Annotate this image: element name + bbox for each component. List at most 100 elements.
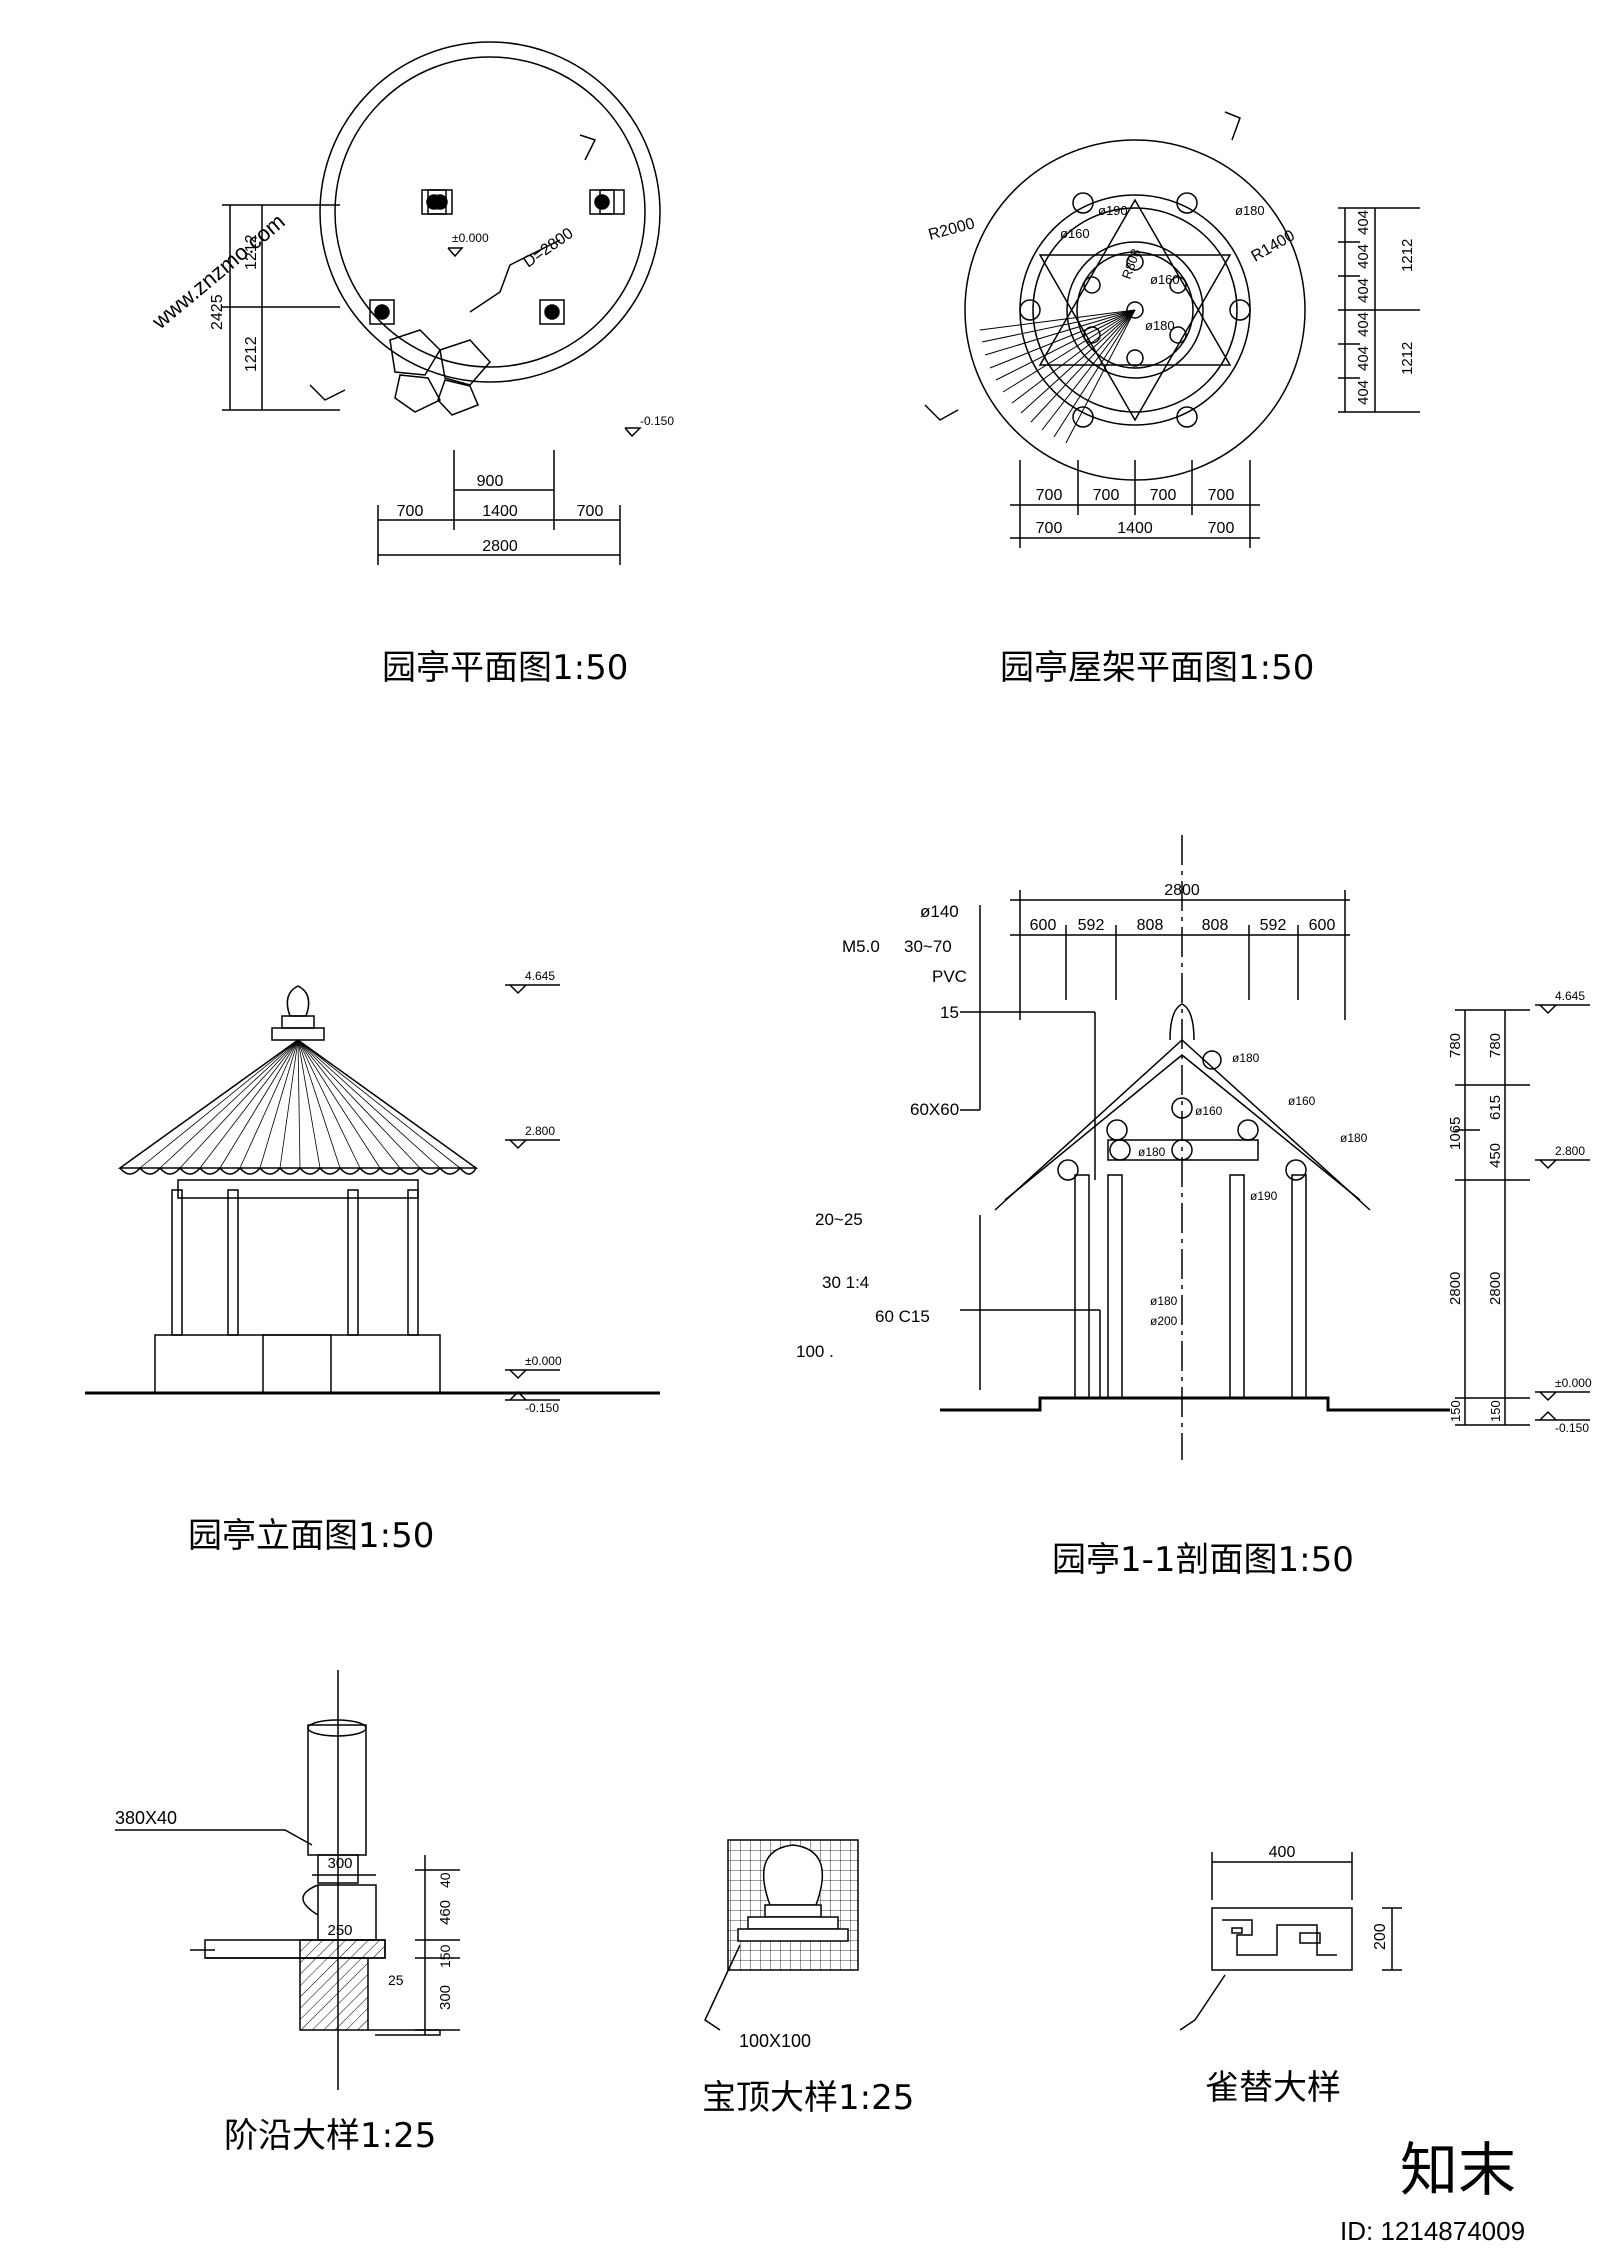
sec-d1: ø180: [1232, 1051, 1260, 1065]
title-step-detail: 阶沿大样1:25: [224, 2116, 437, 2156]
roof-dim-b2: 700: [1093, 487, 1120, 504]
roof-d190: ø190: [1098, 203, 1128, 218]
plan-dim-row-3: 700: [577, 503, 604, 520]
sec-d4: ø180: [1340, 1131, 1368, 1145]
step-dim-3: 25: [388, 1972, 404, 1988]
step-vdim-1: 40: [437, 1872, 453, 1888]
plan-paving: [389, 329, 492, 416]
sec-dim-total: 2800: [1164, 882, 1200, 899]
roof-dim-c2: 1400: [1117, 520, 1153, 537]
plan-dim-inner: 900: [477, 473, 504, 490]
bracket-detail-drawing: [1179, 1852, 1402, 2031]
sec-note-4: 15: [940, 1003, 959, 1022]
sec-d5: ø180: [1138, 1145, 1166, 1159]
sec-dim-rb4: 150: [1448, 1400, 1463, 1422]
sec-dim-rb3: 2800: [1447, 1272, 1464, 1305]
step-label: 380X40: [115, 1808, 177, 1828]
sec-dim-rb2: 1065: [1447, 1117, 1464, 1150]
roof-dim-b4: 700: [1208, 487, 1235, 504]
bracket-detail-texts: 400 200: [1269, 1844, 1389, 1950]
roof-d160a: ø160: [1060, 226, 1090, 241]
sec-dim-ra2: 615: [1487, 1095, 1504, 1120]
plan-dim-total: 2800: [482, 538, 518, 555]
sec-dim-3: 808: [1137, 917, 1164, 934]
title-section: 园亭1-1剖面图1:50: [1052, 1540, 1354, 1580]
plan-columns: [369, 189, 615, 325]
sec-dim-ra4: 2800: [1487, 1272, 1504, 1305]
roof-dim-b3: 700: [1150, 487, 1177, 504]
bracket-w: 400: [1269, 1844, 1296, 1861]
roof-d180b: ø180: [1145, 318, 1175, 333]
finial-detail-texts: 100X100: [739, 2031, 811, 2051]
bracket-h: 200: [1372, 1923, 1389, 1950]
roof-dim-r1: 404: [1355, 210, 1372, 235]
watermark-id: ID: 1214874009: [1340, 2216, 1525, 2246]
plan-level-bottom: -0.150: [640, 414, 674, 428]
sec-dim-6: 600: [1309, 917, 1336, 934]
sec-d3: ø160: [1288, 1094, 1316, 1108]
plan-dim-total-left: 2425: [209, 294, 226, 330]
step-vdim-2: 460: [437, 1900, 454, 1925]
step-detail-texts: 380X40 300 250 25 40 460 150 300: [115, 1808, 454, 2010]
roof-dim-r4: 404: [1355, 312, 1372, 337]
roof-dim-c3: 700: [1208, 520, 1235, 537]
roof-d160b: ø160: [1150, 272, 1180, 287]
sec-dim-5: 592: [1260, 917, 1287, 934]
title-bracket-detail: 雀替大样: [1205, 2068, 1341, 2108]
sec-d7: ø180: [1150, 1294, 1178, 1308]
step-detail-drawing: [115, 1670, 460, 2090]
roof-dim-b1: 700: [1036, 487, 1063, 504]
sec-note-3: PVC: [932, 967, 967, 986]
sec-d2: ø160: [1195, 1104, 1223, 1118]
sec-level-top: 4.645: [1555, 989, 1585, 1003]
step-dim-1: 300: [327, 1855, 352, 1872]
roof-dim-c1: 700: [1036, 520, 1063, 537]
sec-note-5: 60X60: [910, 1100, 959, 1119]
roof-plan-drawing: [924, 111, 1420, 548]
roof-dim-ri1: 1212: [1399, 239, 1416, 272]
roof-dim-ri2: 1212: [1399, 342, 1416, 375]
sec-dim-ra3: 450: [1487, 1143, 1504, 1168]
sec-level-mid: 2.800: [1555, 1144, 1585, 1158]
plan-level-top: ±0.000: [452, 231, 489, 245]
section-texts: 2800 600 592 808 808 592 600 M5.0 ø140 3…: [796, 882, 1592, 1435]
sec-d8: ø200: [1150, 1314, 1178, 1328]
sec-note-m50: M5.0: [842, 937, 880, 956]
sec-dim-rb1: 780: [1447, 1033, 1464, 1058]
title-elevation: 园亭立面图1:50: [188, 1516, 435, 1556]
step-vdim-4: 300: [437, 1985, 454, 2010]
sec-dim-4: 808: [1202, 917, 1229, 934]
title-finial-detail: 宝顶大样1:25: [702, 2078, 915, 2118]
roof-r-inner: R1400: [1249, 227, 1298, 265]
watermark-logo: 知末: [1400, 2138, 1516, 2203]
sec-level-ground: ±0.000: [1555, 1376, 1592, 1390]
sec-note-7: 30 1:4: [822, 1273, 869, 1292]
sec-dim-1: 600: [1030, 917, 1057, 934]
roof-r-outer: R2000: [927, 215, 977, 244]
elev-level-ground: ±0.000: [525, 1354, 562, 1368]
roof-r-mid: R808: [1119, 247, 1144, 281]
elev-level-top: 4.645: [525, 969, 555, 983]
sec-note-1: ø140: [920, 902, 959, 921]
sec-dim-ra5: 150: [1488, 1400, 1503, 1422]
plan-dim-row-2: 1400: [482, 503, 518, 520]
finial-detail-drawing: [704, 1839, 859, 2031]
sec-note-6: 20~25: [815, 1210, 863, 1229]
plan-dim-left-b: 1212: [243, 336, 260, 372]
sec-level-bottom: -0.150: [1555, 1421, 1589, 1435]
sec-d6: ø190: [1250, 1189, 1278, 1203]
section-drawing: [940, 835, 1590, 1460]
elev-level-bottom: -0.150: [525, 1401, 559, 1415]
roof-d180a: ø180: [1235, 203, 1265, 218]
sec-note-8: 60 C15: [875, 1307, 930, 1326]
roof-dim-r6: 404: [1355, 380, 1372, 405]
plan-dim-left-a: 1212: [243, 234, 260, 270]
step-vdim-3: 150: [437, 1944, 453, 1968]
plan-diameter: D=2800: [521, 225, 577, 271]
sec-dim-ra1: 780: [1487, 1033, 1504, 1058]
elevation-drawing: [85, 984, 660, 1401]
sec-note-2: 30~70: [904, 937, 952, 956]
finial-label: 100X100: [739, 2031, 811, 2051]
step-dim-2: 250: [327, 1922, 352, 1939]
